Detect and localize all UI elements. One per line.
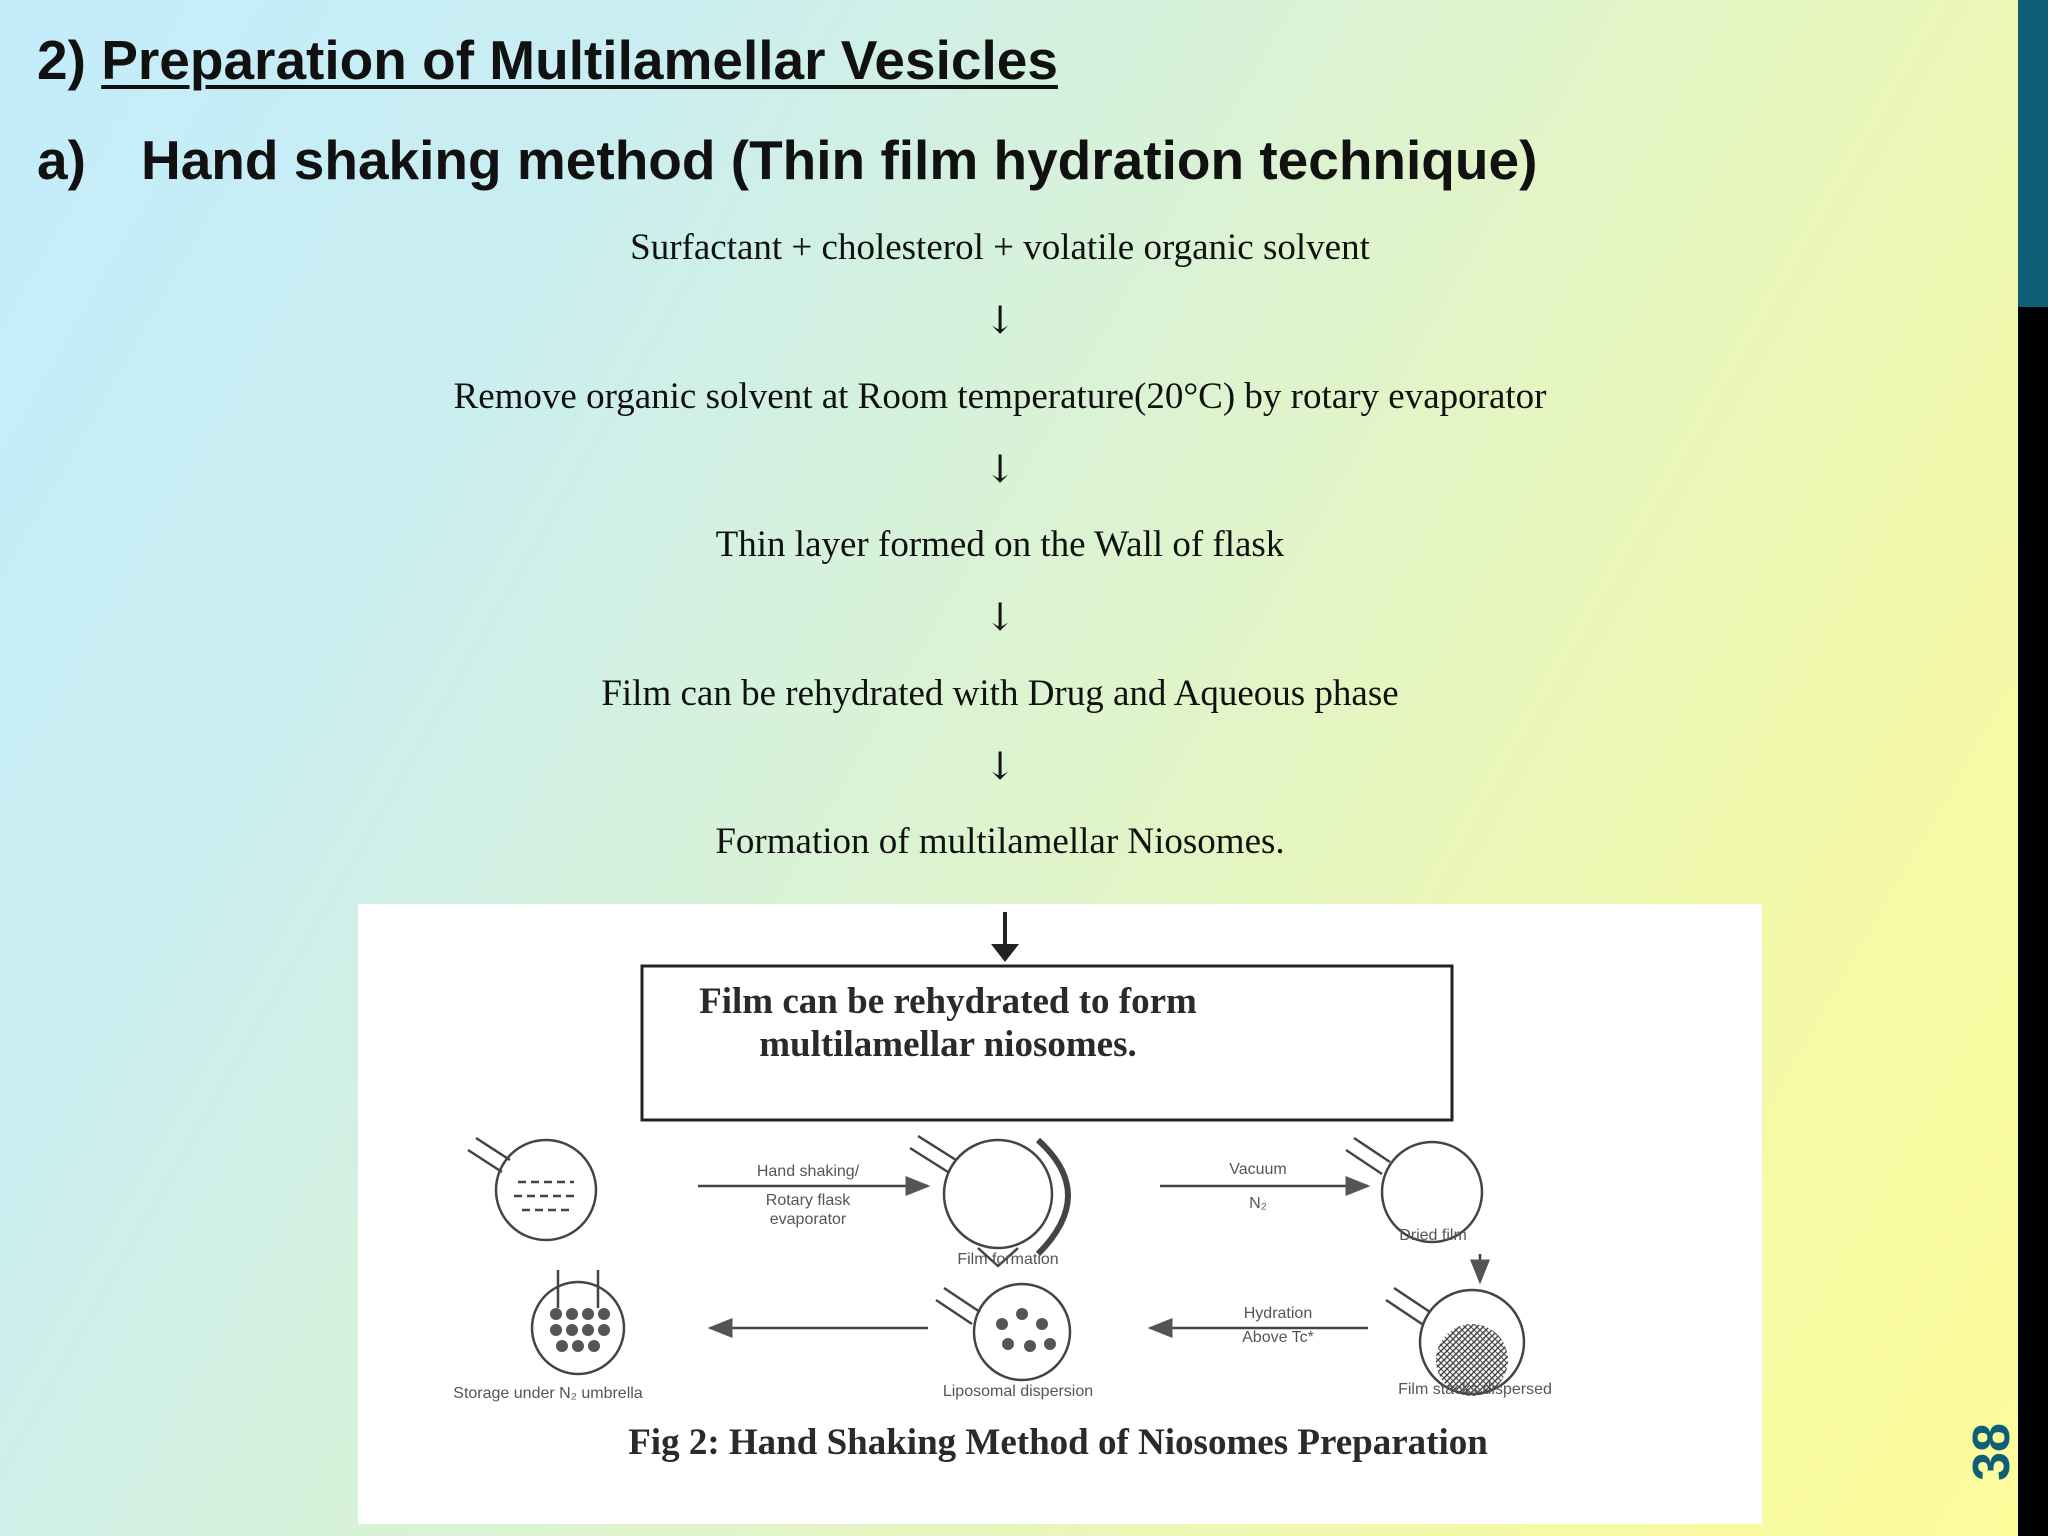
label-evaporator: evaporator <box>769 1211 847 1228</box>
label-film-stacks: Film stacks dispersed <box>1398 1381 1552 1398</box>
figure-box-text: Film can be rehydrated to form multilame… <box>699 981 1197 1065</box>
sidebar-accent-top <box>2018 0 2048 307</box>
slide-heading: 2) Preparation of Multilamellar Vesicles <box>37 28 1058 92</box>
label-hydration: Hydration <box>1243 1305 1313 1322</box>
label-hand-shaking: Hand shaking/ <box>756 1163 860 1180</box>
flow-step: Formation of multilamellar Niosomes. <box>715 821 1285 862</box>
down-arrow-icon: ↓ <box>984 447 1016 491</box>
label-vacuum: Vacuum <box>1229 1161 1287 1178</box>
figure-caption: Fig 2: Hand Shaking Method of Niosomes P… <box>628 1422 1488 1463</box>
label-rotary-flask: Rotary flask <box>765 1192 851 1209</box>
label-storage: Storage under N₂ umbrella <box>453 1385 643 1402</box>
heading-number: 2) <box>37 29 86 91</box>
figure-illustration <box>467 912 1526 1396</box>
down-arrow-icon: ↓ <box>984 298 1016 342</box>
label-n2: N₂ <box>1249 1195 1267 1212</box>
flow-step: Remove organic solvent at Room temperatu… <box>453 376 1547 417</box>
label-liposomal-dispersion: Liposomal dispersion <box>942 1383 1094 1400</box>
label-film-formation: Film formation <box>957 1251 1059 1268</box>
figure-hand-shaking-method: Film can be rehydrated to form multilame… <box>358 904 1762 1524</box>
label-dried-film: Dried film <box>1399 1227 1467 1244</box>
flow-step: Thin layer formed on the Wall of flask <box>715 524 1285 565</box>
heading-title: Preparation of Multilamellar Vesicles <box>101 29 1058 91</box>
page-number: 38 <box>1963 1423 2021 1481</box>
down-arrow-icon: ↓ <box>984 595 1016 639</box>
subheading-title: Hand shaking method (Thin film hydration… <box>141 129 1538 191</box>
down-arrow-icon: ↓ <box>984 744 1016 788</box>
slide-subheading: a) Hand shaking method (Thin film hydrati… <box>37 128 1537 192</box>
label-above-tc: Above Tc* <box>1242 1329 1314 1346</box>
flow-step: Film can be rehydrated with Drug and Aqu… <box>601 673 1399 714</box>
sidebar-accent-bottom <box>2018 307 2048 1536</box>
subheading-marker: a) <box>37 129 86 191</box>
flow-step: Surfactant + cholesterol + volatile orga… <box>630 227 1370 268</box>
